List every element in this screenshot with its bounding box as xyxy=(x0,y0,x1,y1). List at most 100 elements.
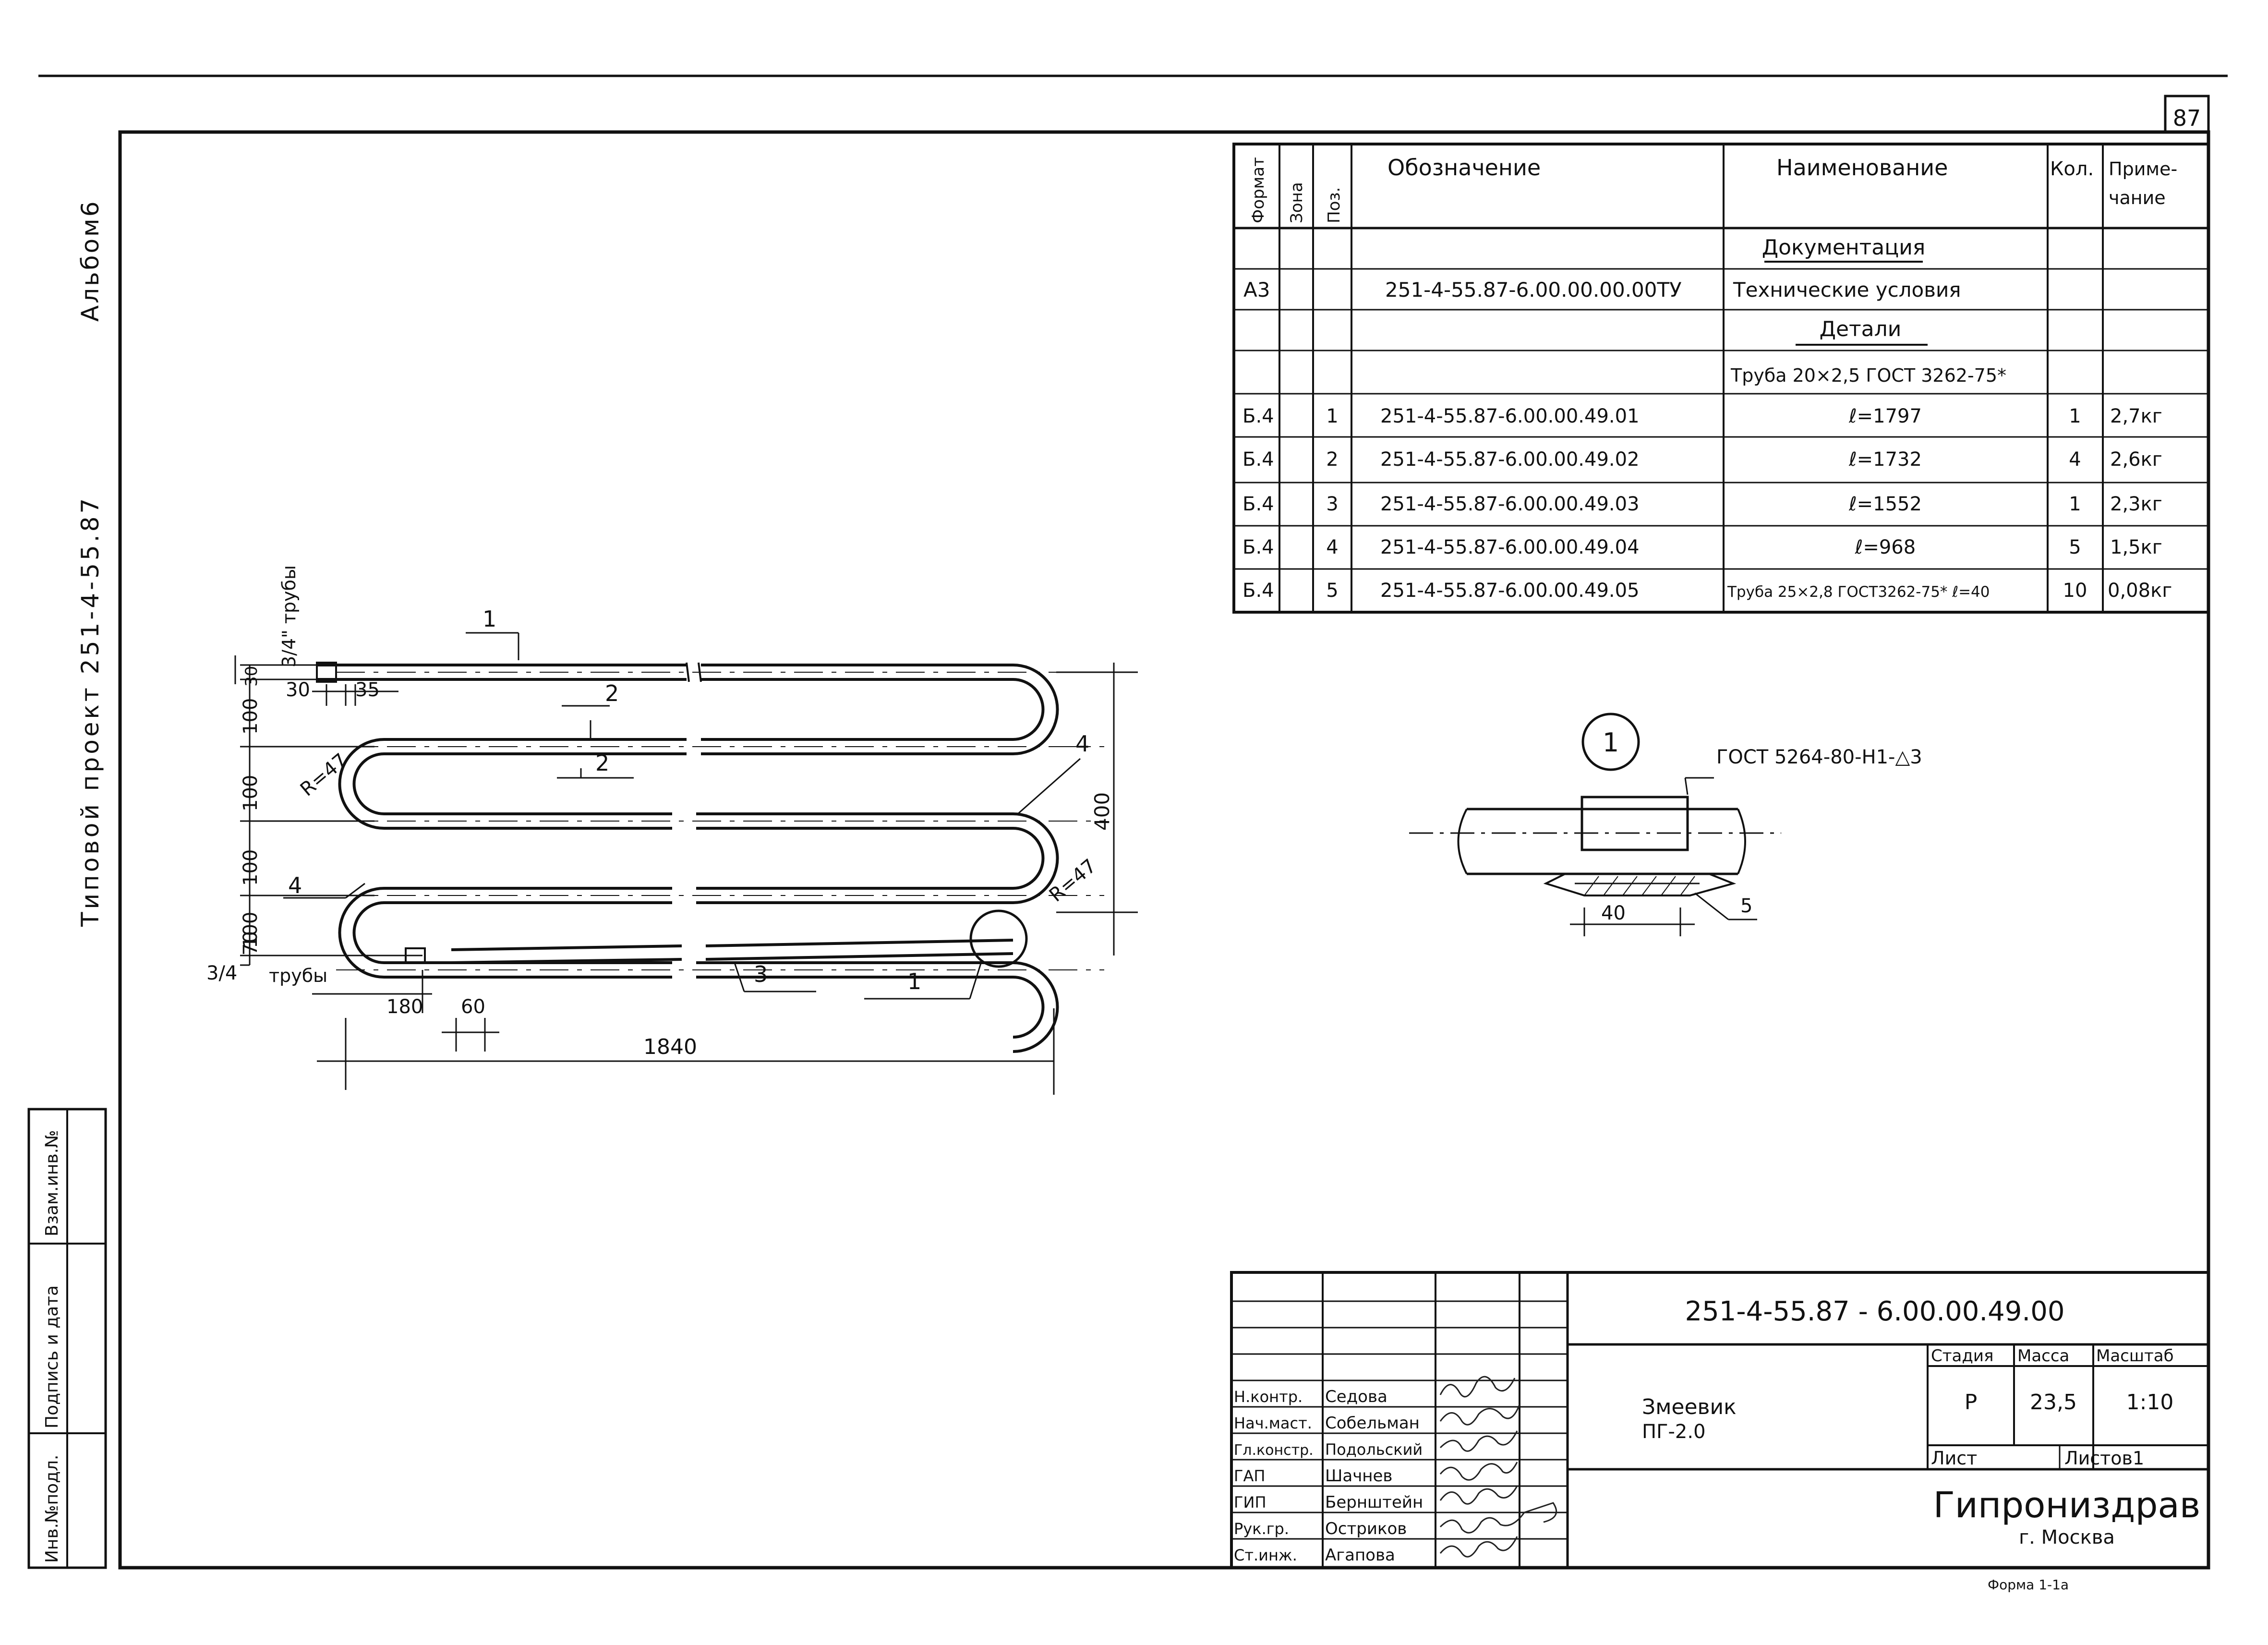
role-person: Бернштейн xyxy=(1325,1493,1423,1512)
role-person: Собельман xyxy=(1325,1414,1420,1433)
row-designation: 251-4-55.87-6.00.00.49.05 xyxy=(1380,580,1640,602)
dim-100: 100 xyxy=(240,849,262,886)
row-format: Б.4 xyxy=(1243,405,1274,427)
header-qty: Кол. xyxy=(2050,158,2094,180)
dim-60: 60 xyxy=(461,996,485,1018)
role-label: Гл.констр. xyxy=(1234,1442,1314,1459)
row-qty: 10 xyxy=(2063,580,2087,602)
stage-value: Р xyxy=(1965,1390,1978,1415)
dim-70: 70 xyxy=(240,931,262,956)
row-pos: 1 xyxy=(1326,405,1338,427)
scale-value: 1:10 xyxy=(2126,1390,2174,1415)
dim-30-top: 30 xyxy=(242,666,261,687)
dim-100: 100 xyxy=(240,698,262,735)
coil-drawing xyxy=(316,662,1104,1053)
side-album-label: Альбом6 xyxy=(76,199,104,322)
row-name: ℓ=1732 xyxy=(1848,448,1922,471)
role-label: ГАП xyxy=(1234,1467,1265,1485)
header-format: Формат xyxy=(1249,157,1268,223)
scale-label: Масштаб xyxy=(2096,1346,2174,1366)
row-qty: 4 xyxy=(2069,448,2081,471)
callout-4: 4 xyxy=(1075,731,1089,757)
drawing-name-2: ПГ-2.0 xyxy=(1642,1421,1706,1443)
form-label: Форма 1-1а xyxy=(1988,1577,2069,1593)
dimension-lines xyxy=(234,655,1138,1095)
row-note: 0,08кг xyxy=(2108,580,2172,602)
stage-label: Стадия xyxy=(1931,1346,1993,1366)
pipe-label-bottom-b: трубы xyxy=(269,965,327,986)
stamp-inv-repl: Взам.инв.№ xyxy=(42,1130,62,1236)
row-name: Труба 25×2,8 ГОСТ3262-75* ℓ=40 xyxy=(1727,583,1990,601)
radius-right: R=47 xyxy=(1045,855,1101,906)
row-pos: 3 xyxy=(1326,493,1338,515)
role-person: Шачнев xyxy=(1325,1466,1392,1486)
mass-label: Масса xyxy=(2017,1346,2069,1366)
pipe-label-bottom-a: 3/4 xyxy=(206,962,237,984)
row-designation: 251-4-55.87-6.00.00.49.03 xyxy=(1380,493,1640,515)
row-designation: 251-4-55.87-6.00.00.49.04 xyxy=(1380,536,1640,558)
role-label: ГИП xyxy=(1234,1493,1267,1512)
row-format: Б.4 xyxy=(1243,448,1274,471)
header-name: Наименование xyxy=(1776,155,1948,181)
row-note: 2,7кг xyxy=(2110,405,2162,427)
org-city: г. Москва xyxy=(2019,1526,2115,1548)
signature-scribbles xyxy=(1439,1376,1557,1558)
role-person: Остриков xyxy=(1325,1519,1407,1538)
header-zone: Зона xyxy=(1287,182,1306,223)
callout-4: 4 xyxy=(288,872,302,898)
role-label: Ст.инж. xyxy=(1234,1546,1297,1564)
page-number: 87 xyxy=(2173,105,2201,131)
row-name: ℓ=1552 xyxy=(1848,493,1922,515)
header-note-2: чание xyxy=(2109,187,2166,208)
row-designation: 251-4-55.87-6.00.00.00.00ТУ xyxy=(1385,278,1682,302)
radius-left: R=47 xyxy=(296,749,352,800)
row-name: Труба 20×2,5 ГОСТ 3262-75* xyxy=(1730,365,2006,386)
row-qty: 1 xyxy=(2069,405,2081,427)
pipe-label-top: 3/4" трубы xyxy=(278,565,300,667)
role-label: Нач.маст. xyxy=(1234,1414,1312,1432)
sheet-label: Лист xyxy=(1931,1448,1977,1469)
section-docs: Документация xyxy=(1762,235,1926,260)
dim-100: 100 xyxy=(240,775,262,811)
sheet-frame xyxy=(38,74,2228,1570)
dim-400: 400 xyxy=(1090,792,1114,831)
row-name: ℓ=1797 xyxy=(1848,405,1922,427)
row-name: Технические условия xyxy=(1733,278,1961,302)
row-designation: 251-4-55.87-6.00.00.49.02 xyxy=(1380,448,1640,471)
row-format: Б.4 xyxy=(1243,536,1274,558)
dim-30-left: 30 xyxy=(286,679,310,701)
detail-dim-40: 40 xyxy=(1601,902,1626,924)
row-format: Б.4 xyxy=(1243,493,1274,515)
role-label: Н.контр. xyxy=(1234,1388,1303,1406)
header-designation: Обозначение xyxy=(1387,155,1541,181)
dim-100: 100 xyxy=(240,912,262,948)
sheets-label: Листов1 xyxy=(2064,1448,2144,1469)
spec-table-grid xyxy=(1232,143,2210,614)
row-format: А3 xyxy=(1243,278,1270,302)
callout-2: 2 xyxy=(605,680,619,706)
mass-value: 23,5 xyxy=(2030,1390,2077,1415)
callout-1: 1 xyxy=(483,606,496,632)
drawing-name-1: Змеевик xyxy=(1642,1395,1737,1419)
dim-35: 35 xyxy=(355,679,380,701)
role-person: Подольский xyxy=(1325,1440,1423,1459)
side-project-label: Типовой проект 251-4-55.87 xyxy=(76,496,104,927)
detail-pos-5: 5 xyxy=(1740,895,1752,917)
callout-1: 1 xyxy=(907,968,921,994)
stamp-sign-date: Подпись и дата xyxy=(42,1285,62,1428)
org-name: Гипрониздрав xyxy=(1933,1485,2201,1526)
header-note-1: Приме- xyxy=(2109,158,2177,180)
callout-2: 2 xyxy=(595,750,609,776)
row-pos: 2 xyxy=(1326,448,1338,471)
detail-marker: 1 xyxy=(1603,727,1619,758)
row-format: Б.4 xyxy=(1243,580,1274,602)
drawing-code: 251-4-55.87 - 6.00.00.49.00 xyxy=(1685,1296,2065,1327)
callout-leaders xyxy=(283,632,1081,1000)
row-note: 2,3кг xyxy=(2110,493,2162,515)
weld-note: ГОСТ 5264-80-Н1-△3 xyxy=(1716,746,1922,768)
dim-1840: 1840 xyxy=(643,1035,697,1059)
role-label: Рук.гр. xyxy=(1234,1520,1289,1538)
row-qty: 5 xyxy=(2069,536,2081,558)
role-person: Агапова xyxy=(1325,1546,1395,1565)
row-pos: 5 xyxy=(1326,580,1338,602)
